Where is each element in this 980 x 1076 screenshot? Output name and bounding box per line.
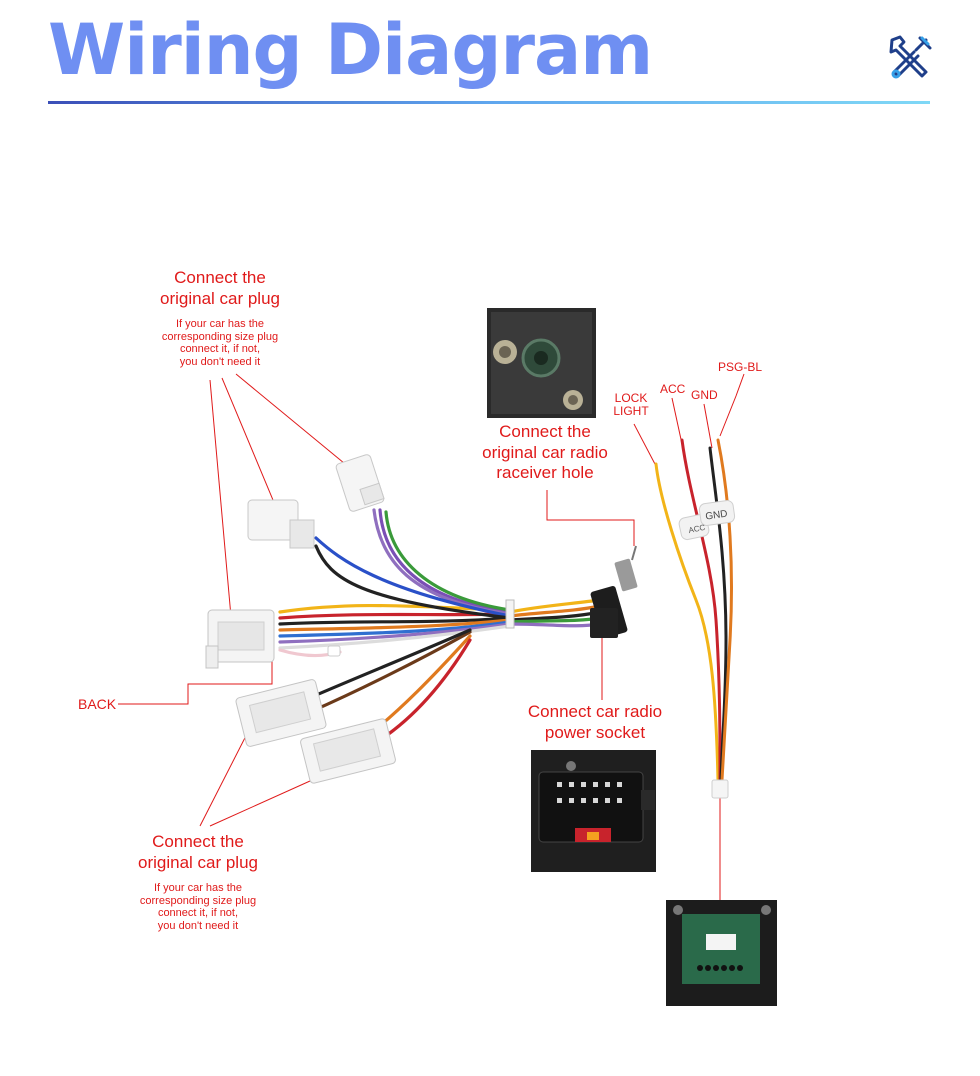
wire-tag-gnd-text: GND <box>705 509 729 523</box>
label-back: BACK <box>78 696 117 712</box>
label-bottom-plug-note-line2: corresponding size plug <box>139 894 257 907</box>
tools-icon <box>889 35 932 79</box>
wire-tag-acc-text: ACC <box>688 523 707 535</box>
page-title: Wiring Diagram <box>48 9 653 91</box>
label-power-socket-line1: Connect car radio <box>527 702 663 721</box>
connector-top-plug-left <box>247 499 315 549</box>
photo-radio-power-socket <box>531 750 656 872</box>
label-top-plug-note-line2: corresponding size plug <box>161 330 279 343</box>
label-psg-bl: PSG-BL <box>718 360 763 374</box>
label-acc: ACC <box>660 382 686 396</box>
label-top-plug-title-line2: original car plug <box>159 288 280 308</box>
label-radio-hole-line3: raceiver hole <box>496 463 594 483</box>
label-radio-hole: Connect the original car radio raceiver … <box>465 422 625 484</box>
label-lock-light-line1: LOCK <box>614 391 648 405</box>
wire-tag-gnd <box>698 500 736 526</box>
label-gnd: GND <box>691 388 718 402</box>
small-connector <box>711 779 729 799</box>
label-lock-light: LOCK LIGHT <box>608 391 654 419</box>
label-radio-hole-line1: Connect the <box>499 422 591 441</box>
harness-wires <box>278 508 602 742</box>
label-power-socket-line2: power socket <box>544 722 646 742</box>
label-radio-hole-line2: original car radio <box>482 442 608 462</box>
connector-main-plug <box>205 609 275 669</box>
label-lock-light-line2: LIGHT <box>613 404 649 419</box>
cable-tie <box>505 599 515 629</box>
label-bottom-plug-note-line3: connect it, if not, <box>157 907 239 920</box>
label-bottom-plug-title-line1: Connect the <box>152 832 244 851</box>
photo-radio-antenna-hole <box>487 308 596 418</box>
label-bottom-plug-title: Connect the original car plug <box>118 832 278 873</box>
cable-tie-small <box>327 645 341 657</box>
label-top-plug-note-line4: you don't need it <box>179 355 261 368</box>
label-top-plug-title: Connect the original car plug <box>140 268 300 309</box>
title-underline <box>48 101 930 104</box>
power-socket-plug <box>590 608 618 638</box>
connector-bottom-plug-right <box>300 718 396 784</box>
label-top-plug-note-line1: If your car has the <box>175 318 265 330</box>
connector-top-plug-right <box>335 454 385 512</box>
label-bottom-plug-note-line1: If your car has the <box>153 882 243 894</box>
connector-bottom-plug-left <box>235 679 327 747</box>
label-bottom-plug-note: If your car has the corresponding size p… <box>118 882 278 933</box>
callout-lines <box>118 373 745 902</box>
label-top-plug-title-line1: Connect the <box>174 268 266 287</box>
label-bottom-plug-note-line4: you don't need it <box>157 919 239 932</box>
label-top-plug-note-line3: connect it, if not, <box>179 343 261 356</box>
label-power-socket: Connect car radio power socket <box>510 702 680 743</box>
label-top-plug-note: If your car has the corresponding size p… <box>140 318 300 369</box>
right-harness-wires <box>654 438 733 782</box>
label-bottom-plug-title-line2: original car plug <box>137 852 258 872</box>
photo-screen-connector <box>666 900 777 1006</box>
